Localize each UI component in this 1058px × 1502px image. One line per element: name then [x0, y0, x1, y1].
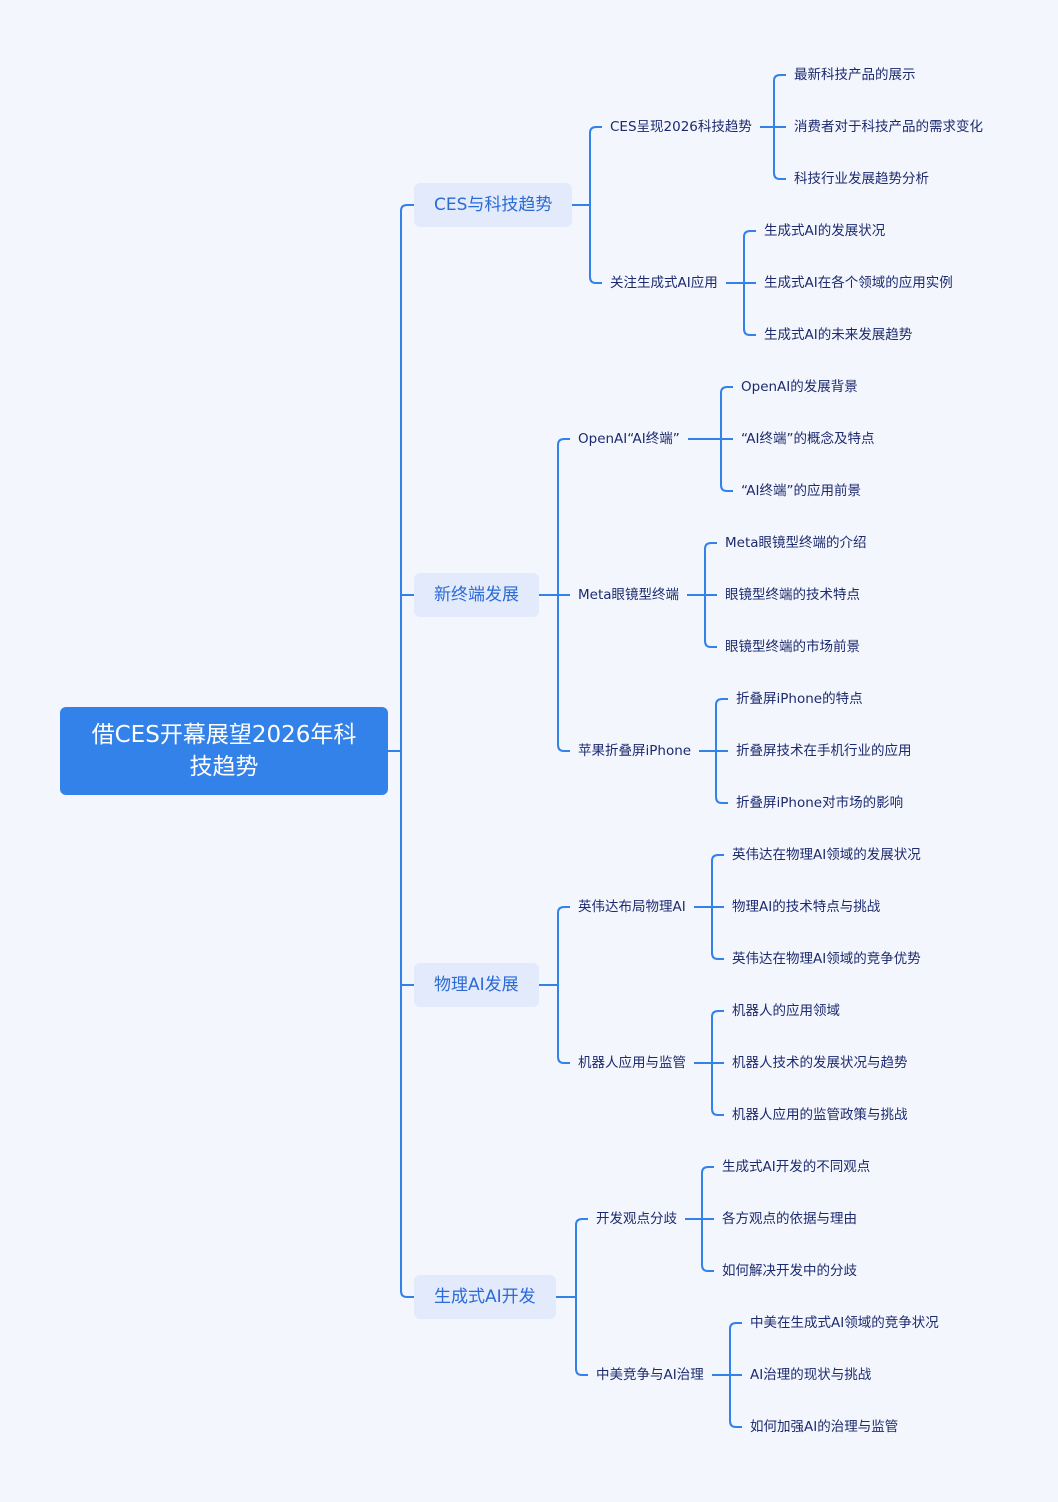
leaf-node[interactable]: 生成式AI的发展状况	[764, 223, 886, 239]
sub-connector-bracket	[589, 126, 602, 284]
sub-connector-bracket	[575, 1218, 588, 1376]
leaf-node[interactable]: “AI终端”的应用前景	[741, 483, 861, 499]
leaf-node[interactable]: 消费者对于科技产品的需求变化	[794, 119, 983, 135]
leaf-node[interactable]: 各方观点的依据与理由	[722, 1211, 857, 1227]
leaf-node[interactable]: 机器人应用的监管政策与挑战	[732, 1107, 908, 1123]
leaf-node[interactable]: AI治理的现状与挑战	[750, 1367, 872, 1383]
branch-node[interactable]: 新终端发展	[414, 573, 539, 617]
root-label: 借CES开幕展望2026年科技趋势	[91, 722, 357, 780]
branch-node[interactable]: CES与科技趋势	[414, 183, 573, 227]
sub-branch-node[interactable]: 机器人应用与监管	[578, 1055, 686, 1071]
sub-branch-node[interactable]: CES呈现2026科技趋势	[610, 119, 752, 135]
leaf-node[interactable]: 生成式AI开发的不同观点	[722, 1159, 871, 1175]
sub-branch-node[interactable]: 苹果折叠屏iPhone	[578, 743, 692, 759]
sub-branch-node[interactable]: 英伟达布局物理AI	[578, 899, 686, 915]
sub-branch-node[interactable]: OpenAI“AI终端”	[578, 431, 680, 447]
leaf-node[interactable]: 科技行业发展趋势分析	[794, 171, 929, 187]
leaf-node[interactable]: 眼镜型终端的技术特点	[725, 587, 860, 603]
leaf-node[interactable]: 折叠屏iPhone的特点	[736, 691, 863, 707]
sub-branch-node[interactable]: 开发观点分歧	[596, 1211, 677, 1227]
branch-connector-bracket	[400, 204, 414, 1298]
sub-branch-node[interactable]: Meta眼镜型终端	[578, 587, 680, 603]
leaf-node[interactable]: 机器人的应用领域	[732, 1003, 840, 1019]
leaf-node[interactable]: 生成式AI的未来发展趋势	[764, 327, 913, 343]
root-node[interactable]: 借CES开幕展望2026年科技趋势	[60, 707, 388, 795]
leaf-node[interactable]: 英伟达在物理AI领域的竞争优势	[732, 951, 921, 967]
leaf-node[interactable]: 英伟达在物理AI领域的发展状况	[732, 847, 921, 863]
leaf-node[interactable]: 机器人技术的发展状况与趋势	[732, 1055, 908, 1071]
leaf-node[interactable]: 中美在生成式AI领域的竞争状况	[750, 1315, 939, 1331]
sub-connector-bracket	[557, 906, 570, 1064]
leaf-node[interactable]: 如何解决开发中的分歧	[722, 1263, 857, 1279]
leaf-node[interactable]: 折叠屏iPhone对市场的影响	[736, 795, 904, 811]
branch-node[interactable]: 物理AI发展	[414, 963, 539, 1007]
leaf-node[interactable]: 物理AI的技术特点与挑战	[732, 899, 881, 915]
leaf-node[interactable]: OpenAI的发展背景	[741, 379, 858, 395]
sub-branch-node[interactable]: 中美竞争与AI治理	[596, 1367, 704, 1383]
leaf-node[interactable]: “AI终端”的概念及特点	[741, 431, 875, 447]
branch-node[interactable]: 生成式AI开发	[414, 1275, 556, 1319]
leaf-node[interactable]: 生成式AI在各个领域的应用实例	[764, 275, 953, 291]
leaf-node[interactable]: 折叠屏技术在手机行业的应用	[736, 743, 912, 759]
leaf-node[interactable]: 如何加强AI的治理与监管	[750, 1419, 899, 1435]
leaf-node[interactable]: Meta眼镜型终端的介绍	[725, 535, 867, 551]
sub-branch-node[interactable]: 关注生成式AI应用	[610, 275, 718, 291]
leaf-node[interactable]: 眼镜型终端的市场前景	[725, 639, 860, 655]
leaf-node[interactable]: 最新科技产品的展示	[794, 67, 916, 83]
